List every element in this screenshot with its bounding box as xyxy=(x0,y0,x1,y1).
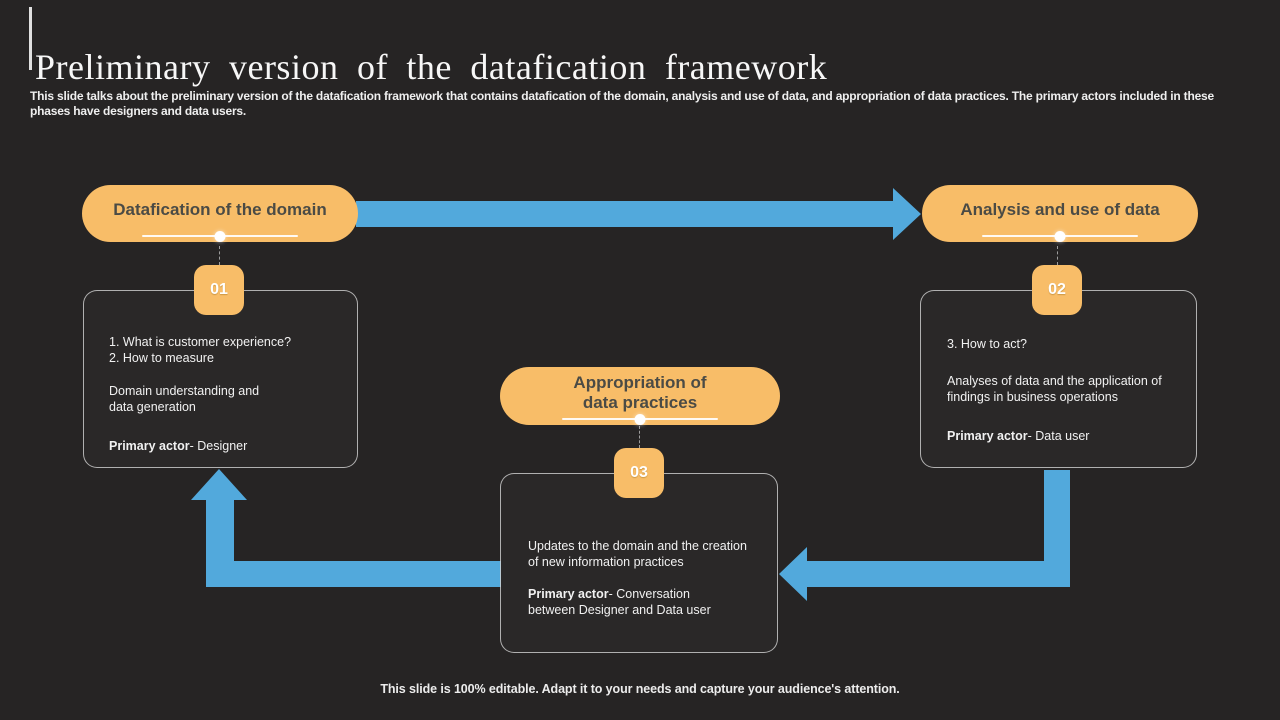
primary-actor-value: - Conversation between Designer and Data… xyxy=(528,587,711,617)
box-body-text: Analyses of data and the application of … xyxy=(947,374,1162,404)
box-body-text: 1. What is customer experience? 2. How t… xyxy=(109,335,292,365)
step-number: 02 xyxy=(1048,281,1066,298)
step-badge-03: 03 xyxy=(614,448,664,498)
primary-actor-value: - Data user xyxy=(1027,429,1090,443)
primary-actor-label: Primary actor xyxy=(947,429,1028,443)
dashed-connector xyxy=(219,246,220,265)
primary-actor-line: Primary actor- Designer xyxy=(109,438,339,454)
step-badge-02: 02 xyxy=(1032,265,1082,315)
connector-dot-icon xyxy=(214,230,226,242)
arrow-right-icon xyxy=(356,188,921,240)
page-subtitle: This slide talks about the preliminary v… xyxy=(30,89,1214,118)
primary-actor-label: Primary actor xyxy=(109,439,190,453)
pill-analysis-and-use-of-data: Analysis and use of data xyxy=(922,185,1198,242)
box-body-text: Domain understanding and data generation xyxy=(109,384,260,414)
content-box-02: 3. How to act? Analyses of data and the … xyxy=(920,290,1197,468)
connector-dot-icon xyxy=(634,413,646,425)
primary-actor-line: Primary actor- Conversation between Desi… xyxy=(528,586,761,618)
step-number: 03 xyxy=(630,464,648,481)
arrow-left-elbow-icon xyxy=(779,470,1070,601)
dashed-connector xyxy=(639,426,640,448)
box-body-text: 3. How to act? xyxy=(947,337,1027,351)
pill-appropriation-of-data-practices: Appropriation of data practices xyxy=(500,367,780,425)
primary-actor-label: Primary actor xyxy=(528,587,609,601)
dashed-connector xyxy=(1057,246,1058,265)
step-number: 01 xyxy=(210,281,228,298)
box-body-text: Updates to the domain and the creation o… xyxy=(528,539,747,569)
page-title: Preliminary version of the datafication … xyxy=(35,47,828,88)
pill-label: Analysis and use of data xyxy=(960,200,1160,219)
footer-note: This slide is 100% editable. Adapt it to… xyxy=(380,681,900,696)
step-badge-01: 01 xyxy=(194,265,244,315)
primary-actor-line: Primary actor- Data user xyxy=(947,428,1180,444)
connector-dot-icon xyxy=(1054,230,1066,242)
content-box-03: Updates to the domain and the creation o… xyxy=(500,473,778,653)
pill-label: Appropriation of data practices xyxy=(573,372,707,412)
arrow-up-elbow-icon xyxy=(191,469,501,587)
pill-datafication-of-the-domain: Datafication of the domain xyxy=(82,185,358,242)
content-box-01: 1. What is customer experience? 2. How t… xyxy=(83,290,358,468)
primary-actor-value: - Designer xyxy=(189,439,248,453)
title-accent-line xyxy=(29,7,32,70)
pill-label: Datafication of the domain xyxy=(113,200,327,219)
